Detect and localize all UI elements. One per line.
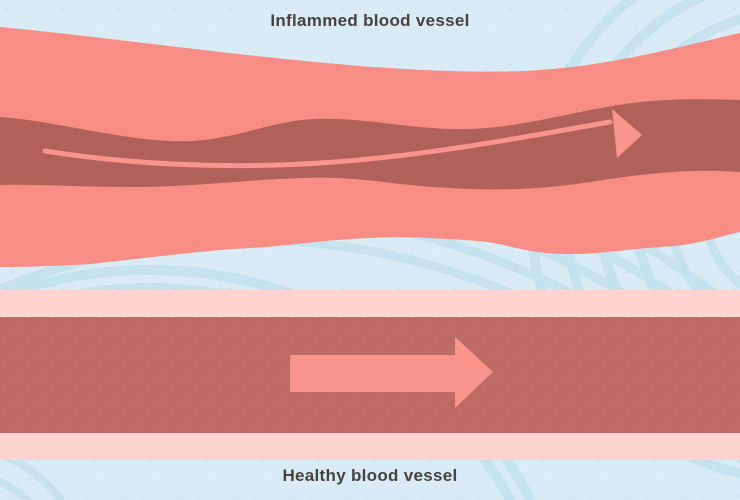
inflamed-flow-arrow-head (612, 109, 642, 158)
healthy-vessel-label: Healthy blood vessel (282, 466, 458, 485)
inflamed-vessel-label: Inflammed blood vessel (270, 11, 470, 30)
inflamed-flow-arrow-icon (42, 109, 642, 169)
inflamed-flow-arrow-shaft (42, 119, 613, 169)
healthy-flow-arrow-icon (290, 337, 493, 408)
